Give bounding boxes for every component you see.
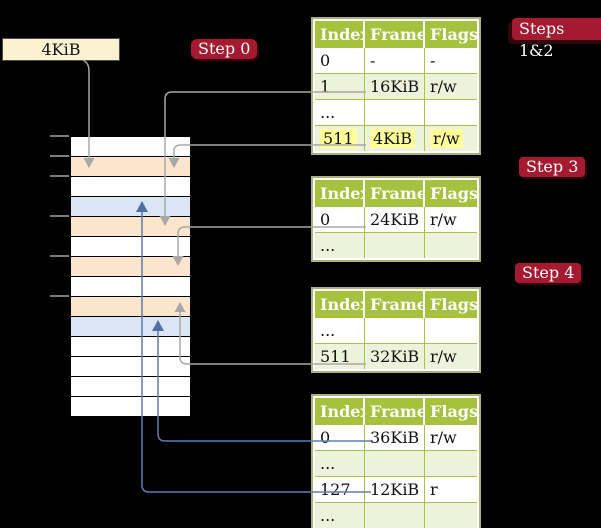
physical-memory-column [70, 136, 191, 417]
table-row: ... [315, 450, 477, 476]
memory-frame-row-4 [71, 217, 190, 237]
table-cell: 16KiB [365, 74, 425, 99]
column-header: Flags [425, 180, 477, 207]
table-cell: r/w [425, 207, 477, 232]
column-header: Flags [425, 291, 477, 318]
table-cell: 511 [315, 344, 365, 369]
page-table-bottom: IndexFrameFlags036KiBr/w...12712KiBr... [311, 394, 481, 528]
step-0-label: Step 0 [191, 39, 258, 59]
table-cell: 12KiB [365, 477, 425, 502]
table-cell: 24KiB [365, 207, 425, 232]
table-cell: 4KiB [365, 126, 425, 151]
column-header: Index [315, 180, 365, 207]
table-cell: ... [315, 503, 365, 528]
memory-tick [50, 255, 69, 257]
table-cell: 36KiB [365, 425, 425, 450]
table-cell [425, 503, 477, 528]
table-cell: r/w [425, 344, 477, 369]
table-row: 0-- [315, 48, 477, 73]
column-header: Frame [365, 21, 425, 48]
table-row: 511 4KiB r/w [315, 125, 477, 151]
memory-frame-row-0 [71, 137, 190, 157]
memory-frame-row-3 [71, 197, 190, 217]
memory-frame-row-9 [71, 317, 190, 337]
table-cell [365, 451, 425, 476]
table-cell: r [425, 477, 477, 502]
table-cell: - [425, 48, 477, 73]
table-cell: - [365, 48, 425, 73]
column-header: Flags [425, 398, 477, 425]
table-cell: 0 [315, 207, 365, 232]
frame-size-box: 4KiB [2, 38, 120, 61]
memory-frame-row-6 [71, 257, 190, 277]
table-header-row: IndexFrameFlags [315, 180, 477, 207]
steps-1-2-label: Steps 1&2 [512, 18, 601, 60]
table-cell: r/w [425, 74, 477, 99]
column-header: Index [315, 291, 365, 318]
memory-frame-row-11 [71, 357, 190, 377]
table-cell [365, 233, 425, 258]
table-cell [425, 233, 477, 258]
table-cell: r/w [425, 126, 477, 151]
column-header: Index [315, 21, 365, 48]
table-cell: 0 [315, 425, 365, 450]
highlighted-value: 511 [320, 129, 357, 148]
memory-frame-row-1 [71, 157, 190, 177]
memory-frame-row-12 [71, 377, 190, 397]
memory-tick [50, 215, 69, 217]
table-cell: ... [315, 451, 365, 476]
table-cell: 1 [315, 74, 365, 99]
step-4-label: Step 4 [515, 263, 582, 283]
memory-frame-row-10 [71, 337, 190, 357]
table-row: ... [315, 318, 477, 343]
highlighted-value: r/w [430, 129, 463, 148]
memory-frame-row-13 [71, 397, 190, 416]
memory-frame-row-8 [71, 297, 190, 317]
memory-frame-row-7 [71, 277, 190, 297]
column-header: Frame [365, 398, 425, 425]
table-header-row: IndexFrameFlags [315, 21, 477, 48]
table-cell [425, 451, 477, 476]
table-cell: 32KiB [365, 344, 425, 369]
table-cell [365, 318, 425, 343]
table-cell: r/w [425, 425, 477, 450]
memory-tick [50, 295, 69, 297]
table-cell [365, 503, 425, 528]
column-header: Frame [365, 180, 425, 207]
column-header: Index [315, 398, 365, 425]
table-cell [365, 100, 425, 125]
memory-tick [50, 175, 69, 177]
column-header: Frame [365, 291, 425, 318]
table-cell: 127 [315, 477, 365, 502]
page-table-step-3: IndexFrameFlags024KiBr/w... [311, 176, 481, 262]
table-cell [425, 100, 477, 125]
table-row: ... [315, 232, 477, 258]
memory-tick [50, 155, 69, 157]
frame-size-label: 4KiB [41, 40, 81, 59]
memory-frame-row-2 [71, 177, 190, 197]
table-cell: ... [315, 100, 365, 125]
highlighted-value: 4KiB [370, 129, 416, 148]
memory-tick [50, 135, 69, 137]
step-3-label: Step 3 [519, 157, 586, 177]
table-cell: 511 [315, 126, 365, 151]
memory-frame-row-5 [71, 237, 190, 257]
column-header: Flags [425, 21, 477, 48]
table-cell [425, 318, 477, 343]
table-row: ... [315, 502, 477, 528]
table-cell: ... [315, 318, 365, 343]
table-header-row: IndexFrameFlags [315, 291, 477, 318]
table-cell: ... [315, 233, 365, 258]
table-row: ... [315, 99, 477, 125]
table-cell: 0 [315, 48, 365, 73]
table-header-row: IndexFrameFlags [315, 398, 477, 425]
